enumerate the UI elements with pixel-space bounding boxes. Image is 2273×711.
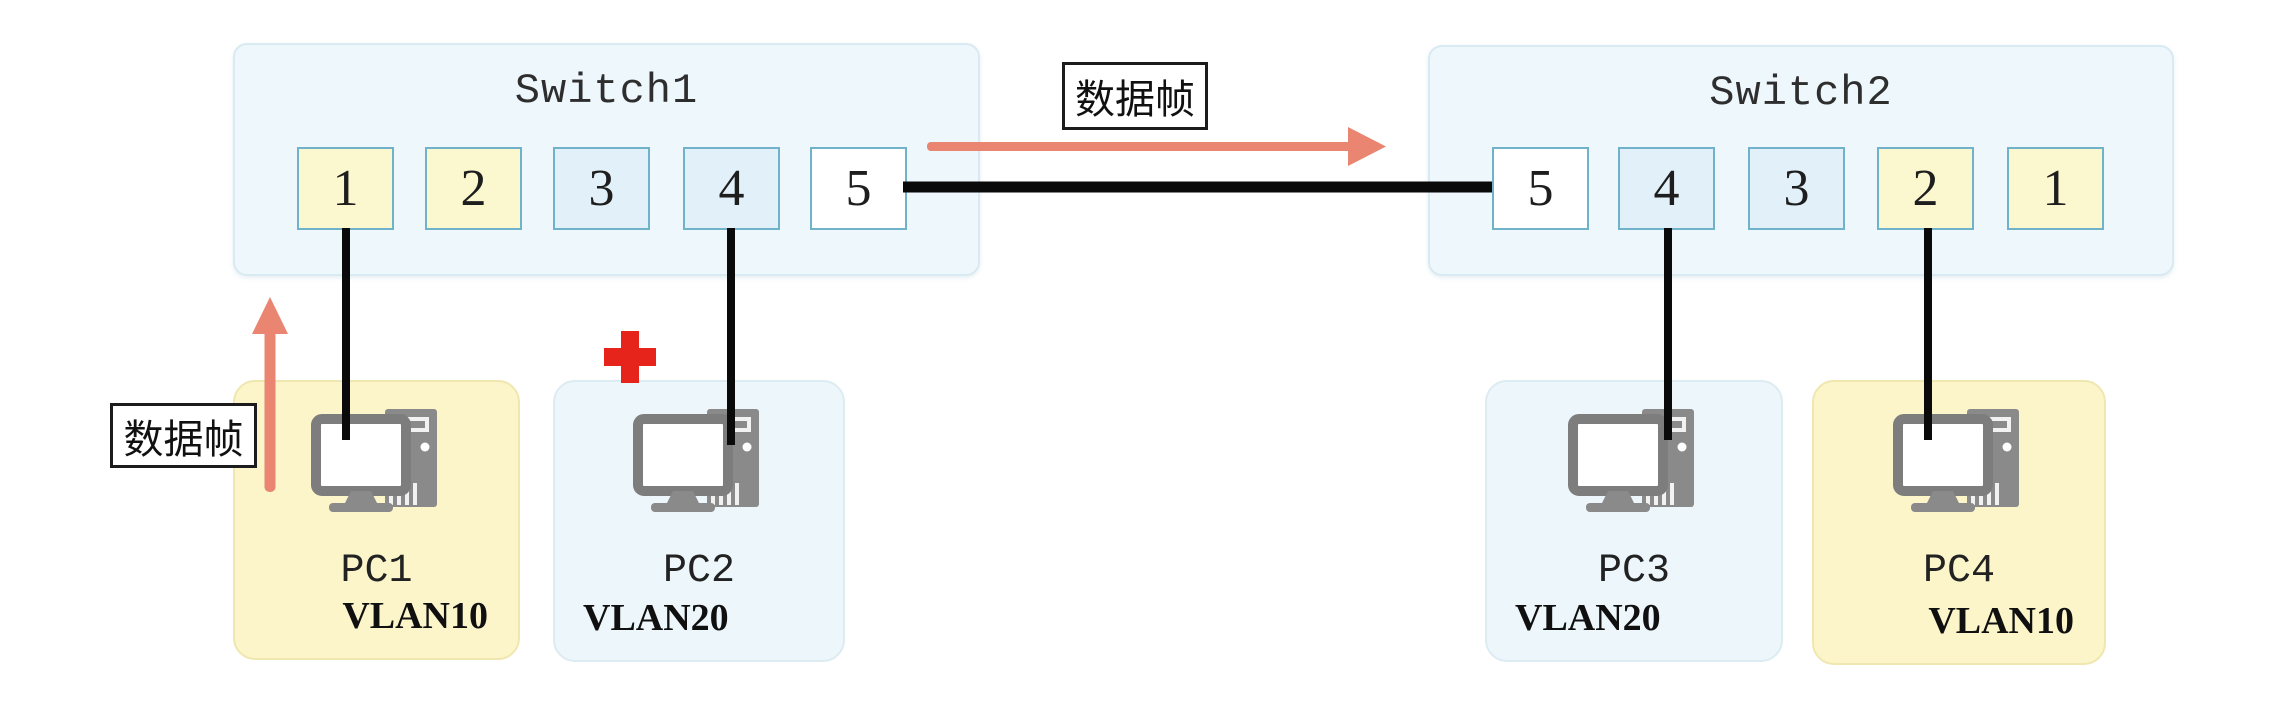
pc4-vlan-badge: VLAN10 xyxy=(1928,600,2074,642)
switch2-port-3: 3 xyxy=(1748,147,1845,230)
pc3-box: PC3 VLAN20 xyxy=(1485,380,1783,662)
switch1-title: Switch1 xyxy=(514,67,699,115)
switch2-port-5-label: 5 xyxy=(1527,160,1554,217)
switch2-port-4: 4 xyxy=(1618,147,1715,230)
pc2-vlan-badge: VLAN20 xyxy=(583,597,729,639)
pc3-vlan-badge: VLAN20 xyxy=(1515,597,1661,639)
switch1-port-4-label: 4 xyxy=(718,160,745,217)
pc2-desktop-computer-icon xyxy=(633,409,759,512)
frame-arrow-right xyxy=(927,127,1386,166)
switch2-port-4-label: 4 xyxy=(1653,160,1680,217)
data-frame-label-pc1: 数据帧 xyxy=(110,403,257,468)
pc4-desktop-computer-icon xyxy=(1893,409,2019,512)
switch2-port-2: 2 xyxy=(1877,147,1974,230)
pc4-name: PC4 xyxy=(1922,549,1995,594)
switch1-port-5-label: 5 xyxy=(845,160,872,217)
switch2-port-1: 1 xyxy=(2007,147,2104,230)
switch1-port-3: 3 xyxy=(553,147,650,230)
switch2-port-3-label: 3 xyxy=(1783,160,1810,217)
blocked-cross-icon xyxy=(604,331,656,383)
pc2-box: PC2 VLAN20 xyxy=(553,380,845,662)
pc2-name: PC2 xyxy=(662,549,735,594)
pc3-name: PC3 xyxy=(1597,549,1670,594)
switch2-port-2-label: 2 xyxy=(1912,160,1939,217)
switch1-port-3-label: 3 xyxy=(588,160,615,217)
pc1-name: PC1 xyxy=(340,549,413,594)
switch1-port-2: 2 xyxy=(425,147,522,230)
pc1-desktop-computer-icon xyxy=(310,409,437,512)
switch1-port-1-label: 1 xyxy=(332,160,359,217)
switch2-title: Switch2 xyxy=(1709,69,1893,117)
switch1-port-5: 5 xyxy=(810,147,907,230)
pc1-box: PC1 VLAN10 xyxy=(233,380,520,660)
switch1-port-4: 4 xyxy=(683,147,780,230)
pc4-box: PC4 VLAN10 xyxy=(1812,380,2106,665)
switch1-port-2-label: 2 xyxy=(460,160,487,217)
switch2-port-1-label: 1 xyxy=(2042,160,2069,217)
switch1-port-1: 1 xyxy=(297,147,394,230)
pc3-desktop-computer-icon xyxy=(1568,409,1694,512)
switch2-port-5: 5 xyxy=(1492,147,1589,230)
data-frame-label-trunk: 数据帧 xyxy=(1062,62,1208,130)
pc1-vlan-badge: VLAN10 xyxy=(342,595,488,637)
